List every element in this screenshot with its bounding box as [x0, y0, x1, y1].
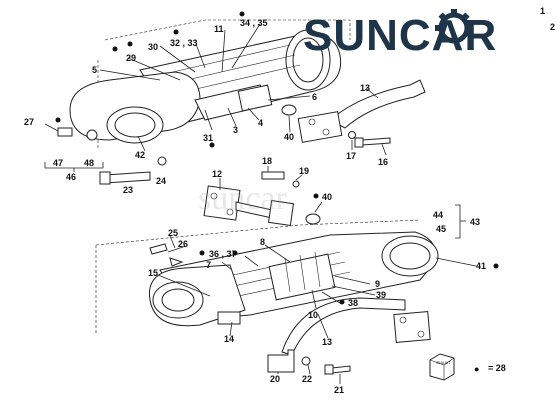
callout-21: 21 — [334, 385, 344, 395]
callout-46: 46 — [66, 172, 76, 182]
callout-13-upper: 13 — [360, 83, 370, 93]
callout-41: 41 — [476, 261, 486, 271]
callout-18: 18 — [262, 156, 272, 166]
callout-6: 6 — [312, 92, 317, 102]
callout-29: 29 — [126, 53, 136, 63]
callout-32-33: 32 , 33 — [170, 38, 198, 48]
gear-icon — [435, 9, 473, 44]
suncar-logo: SUNCAR — [303, 8, 553, 70]
callout-15: 15 — [148, 268, 158, 278]
page-number: 1 — [540, 6, 545, 16]
callout-44: 44 — [433, 210, 443, 220]
callout-26: 26 — [178, 239, 188, 249]
callout-27: 27 — [24, 117, 34, 127]
callout-31: 31 — [203, 133, 213, 143]
callout-34-35: 34 , 35 — [240, 18, 268, 28]
callout-11: 11 — [214, 24, 224, 34]
seal-kit-icon: SEALKIT — [429, 353, 455, 381]
callout-14: 14 — [224, 334, 234, 344]
callout-22: 22 — [302, 374, 312, 384]
callout-23: 23 — [123, 185, 133, 195]
callout-4: 4 — [258, 118, 263, 128]
callout-40-upper: 40 — [284, 132, 294, 142]
callout-2: 2 — [550, 22, 555, 32]
callout-8: 8 — [260, 237, 265, 247]
callout-5: 5 — [92, 65, 97, 75]
callout-25: 25 — [168, 228, 178, 238]
callout-16: 16 — [378, 157, 388, 167]
lower-cylinder-assembly — [95, 204, 477, 384]
callout-45: 45 — [436, 224, 446, 234]
block-assembly — [203, 166, 323, 226]
callout-24: 24 — [156, 176, 166, 186]
callout-39: 39 — [376, 290, 386, 300]
callout-labels: 1 2 11 34 , 35 32 , 33 30 29 5 13 6 4 3 … — [24, 6, 555, 395]
upper-cylinder-assembly — [44, 19, 426, 185]
callout-12: 12 — [212, 169, 222, 179]
callout-40-lower: 40 — [322, 192, 332, 202]
watermark: suncar — [198, 180, 287, 217]
callout-36-37: 36 , 37 — [209, 249, 237, 259]
callout-20: 20 — [270, 374, 280, 384]
callout-17: 17 — [346, 151, 356, 161]
callout-42: 42 — [135, 150, 145, 160]
callout-13-lower: 13 — [322, 337, 332, 347]
legend-equals: = 28 — [488, 363, 506, 373]
callout-38: 38 — [348, 298, 358, 308]
legend-dot: ● — [474, 364, 479, 374]
callout-48: 48 — [84, 158, 94, 168]
callout-30: 30 — [148, 42, 158, 52]
callout-19: 19 — [299, 166, 309, 176]
kit-icon-label: SEALKIT — [436, 361, 451, 365]
callout-9: 9 — [375, 279, 380, 289]
callout-43: 43 — [470, 217, 480, 227]
callout-7: 7 — [206, 260, 211, 270]
callout-3: 3 — [233, 125, 238, 135]
callout-47: 47 — [53, 158, 63, 168]
callout-10: 10 — [308, 310, 318, 320]
